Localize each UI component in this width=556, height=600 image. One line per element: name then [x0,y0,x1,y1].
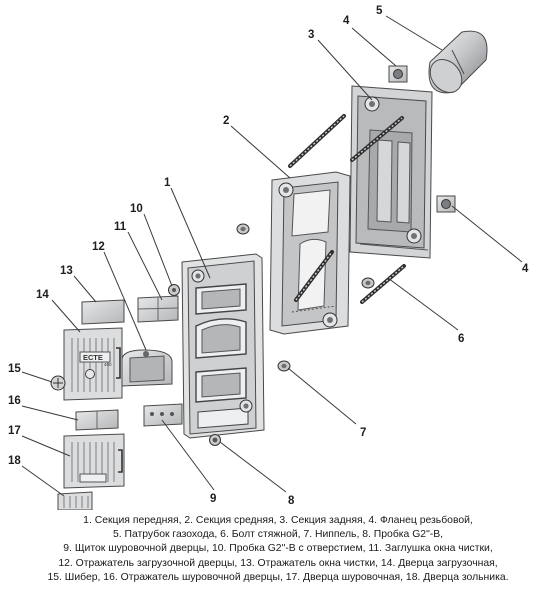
label-9: 9 [210,493,216,505]
leader-18 [21,465,65,497]
tie-bolt-lower-right [360,264,406,304]
front-section-part [181,253,265,439]
leader-13 [73,275,97,303]
ash-pit-door [57,491,93,510]
leader-3 [317,39,373,101]
damper [50,375,66,391]
nipple-lower [277,360,291,372]
label-13: 13 [60,265,73,277]
leader-10 [143,213,173,287]
label-2: 2 [223,115,229,127]
leader-15 [21,371,53,383]
leader-6 [387,277,459,331]
leader-7 [287,367,357,425]
label-8: 8 [288,495,295,507]
nipple-upper [236,223,250,235]
caption-line-1: 1. Секция передняя, 2. Секция средняя, 3… [83,515,473,526]
label-16: 16 [8,395,21,407]
label-14: 14 [36,289,49,301]
tie-bolt-upper-left [288,114,346,168]
leader-14 [51,299,81,333]
threaded-flange-bottom [436,195,456,213]
leader-17 [21,435,71,457]
flue-pipe-part [428,30,488,94]
rear-section-part [349,85,433,259]
cleaning-window-plug [137,295,179,323]
label-11: 11 [114,221,127,233]
door-badge-text: ЕСТЕ [83,353,103,362]
loading-door-reflector [121,349,173,387]
leader-2 [230,125,291,179]
parts-legend-caption: 1. Секция передняя, 2. Секция средняя, 3… [0,510,556,585]
caption-line-4: 12. Отражатель загрузочной дверцы, 13. О… [58,557,498,569]
leader-11 [127,231,163,301]
label-10: 10 [130,203,143,215]
label-15: 15 [8,363,21,375]
leader-4a [351,27,397,67]
loading-door: ЕСТЕ 400 [63,327,123,401]
label-1: 1 [164,177,171,189]
label-4-top: 4 [343,15,350,27]
tie-bolt-upper-right [350,116,404,162]
label-17: 17 [8,425,21,437]
caption-line-5: 15. Шибер, 16. Отражатель шуровочной две… [47,571,509,583]
tie-bolt-lower-left [294,250,334,302]
leader-4b [451,205,523,263]
threaded-flange-top [388,65,408,83]
label-3: 3 [308,29,314,41]
cleaning-window-reflector [81,299,125,325]
label-5: 5 [376,5,383,17]
caption-line-2: 5. Патрубок газохода, 6. Болт стяжной, 7… [112,529,444,541]
boiler-exploded-diagram: ЕСТЕ 400 [8,5,529,510]
middle-section-part [269,171,351,335]
plug-g2 [209,434,221,446]
part-labels: 1 2 3 4 4 5 6 7 8 9 10 11 12 13 14 15 16… [8,5,529,507]
caption-line-3: 9. Щиток шуровочной дверцы, 10. Пробка G… [63,543,493,555]
nipple-middle [361,277,375,289]
leader-12 [103,251,147,351]
label-18: 18 [8,455,21,467]
door-badge-small-text: 400 [104,362,112,367]
label-12: 12 [92,241,105,253]
leader-lines [21,15,523,497]
label-4-bottom: 4 [522,263,529,275]
plug-with-hole [168,284,180,296]
stoking-door [63,433,125,489]
label-7: 7 [360,427,366,439]
leader-9 [161,419,215,491]
label-6: 6 [458,333,464,345]
leader-16 [21,405,79,421]
leader-5 [385,15,443,51]
leader-8 [219,441,287,493]
stoking-door-shield [143,403,183,427]
leader-1 [170,187,211,279]
stoking-door-reflector [75,409,119,431]
